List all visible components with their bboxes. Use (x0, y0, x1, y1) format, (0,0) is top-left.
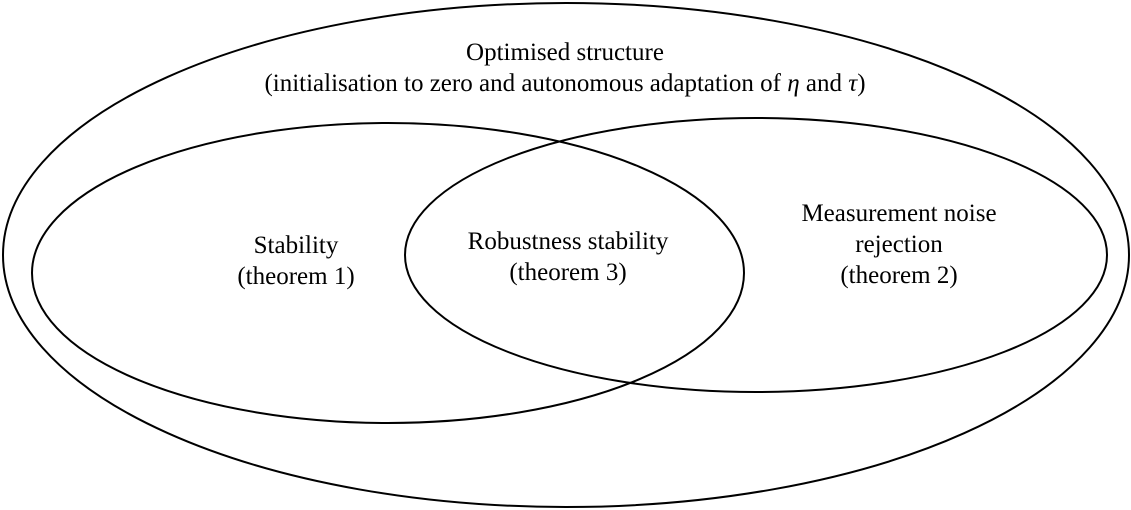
noise-rejection-set-label: Measurement noise rejection (theorem 2) (801, 198, 996, 291)
noise-rejection-title-line2: rejection (855, 231, 943, 258)
outer-set-subtitle: (initialisation to zero and autonomous a… (264, 68, 865, 99)
tau-symbol: τ (848, 70, 858, 97)
stability-title: Stability (253, 232, 339, 259)
eta-symbol: η (787, 70, 800, 97)
outer-set-title: Optimised structure (466, 39, 664, 66)
robustness-stability-reference: (theorem 3) (509, 259, 627, 286)
outer-set-subtitle-suffix: ) (857, 70, 866, 97)
stability-set-label: Stability (theorem 1) (237, 230, 354, 292)
noise-rejection-reference: (theorem 2) (840, 262, 958, 289)
noise-rejection-title-line1: Measurement noise (801, 200, 997, 227)
stability-set-ellipse (31, 122, 745, 424)
robustness-stability-title: Robustness stability (467, 228, 669, 255)
robustness-stability-label: Robustness stability (theorem 3) (468, 226, 669, 288)
outer-set-subtitle-and: and (799, 70, 849, 97)
outer-set-label: Optimised structure (initialisation to z… (264, 37, 865, 99)
stability-reference: (theorem 1) (237, 263, 355, 290)
outer-set-subtitle-prefix: (initialisation to zero and autonomous a… (264, 70, 788, 97)
noise-rejection-set-ellipse (404, 117, 1108, 393)
